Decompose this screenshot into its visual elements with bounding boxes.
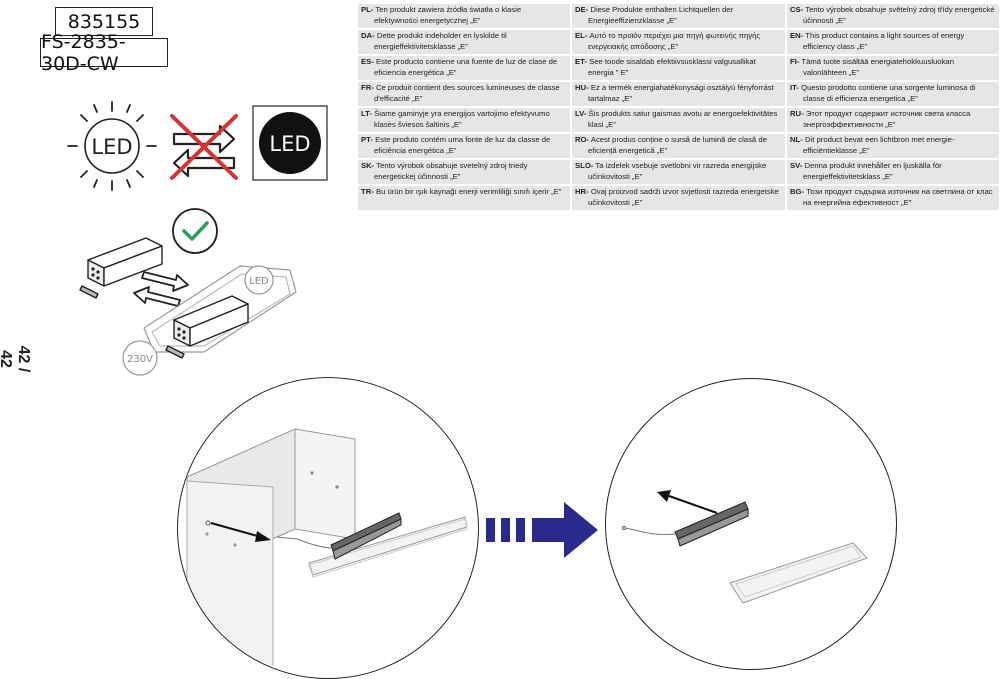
energy-notice-cell: FI- Tämä tuote sisältää energiatehokkuus… — [787, 56, 999, 80]
energy-notice-cell: PT- Este produto contém uma fonte de luz… — [358, 134, 570, 158]
energy-notice-lang: TR- — [361, 187, 374, 196]
energy-class-table: PL- Ten produkt zawiera źródła światła o… — [358, 4, 1000, 210]
energy-notice-cell: ES- Este producto contiene una fuente de… — [358, 56, 570, 80]
product-code-box: 835155 — [55, 7, 153, 36]
energy-notice-cell: LV- Šis produkts satur gaismas avotu ar … — [572, 108, 785, 132]
energy-notice-lang: IT- — [790, 83, 799, 92]
energy-notice-lang: PT- — [361, 135, 373, 144]
energy-notice-text: Denna produkt innehåller en ljuskälla fö… — [803, 161, 942, 181]
energy-notice-text: Dit product bevat een lichtbron met ener… — [803, 135, 955, 155]
energy-notice-lang: DE- — [575, 5, 589, 14]
energy-notice-cell: ET- See toode sisaldab efektiivsusklassi… — [572, 56, 785, 80]
led-module-icon: LED — [252, 105, 328, 181]
energy-notice-cell: FR- Ce produit contient des sources lumi… — [358, 82, 570, 106]
energy-notice-cell: SV- Denna produkt innehåller en ljuskäll… — [787, 160, 999, 184]
led-bulb-label: LED — [91, 135, 132, 159]
energy-notice-cell: RU- Этот продукт содержит источник света… — [787, 108, 999, 132]
energy-notice-lang: HR- — [575, 187, 589, 196]
energy-notice-text: Bu ürün bir ışık kaynağı enerji verimlil… — [375, 187, 562, 196]
product-model: FS-2835-30D-CW — [41, 30, 126, 75]
energy-notice-cell: HU- Ez a termék energiahatékonysági oszt… — [572, 82, 785, 106]
energy-notice-lang: FI- — [790, 57, 800, 66]
energy-notice-lang: DA- — [361, 31, 375, 40]
energy-notice-lang: SV- — [790, 161, 803, 170]
energy-notice-text: Ce produit contient des sources lumineus… — [374, 83, 560, 103]
removed-fixture-illustration — [621, 490, 868, 604]
energy-notice-lang: HU- — [575, 83, 589, 92]
energy-notice-text: Этот продукт содержит источник света кла… — [803, 109, 971, 129]
energy-notice-lang: LV- — [575, 109, 587, 118]
energy-notice-cell: SK- Tento výrobok obsahuje svetelný zdro… — [358, 160, 570, 184]
energy-notice-lang: SLO- — [575, 161, 594, 170]
energy-notice-text: Ovaj proizvod sadrži izvor svjetlosti ra… — [588, 187, 779, 207]
energy-notice-text: Questo prodotto contiene una sorgente lu… — [801, 83, 976, 103]
energy-notice-lang: EL- — [575, 31, 588, 40]
energy-notice-lang: ET- — [575, 57, 587, 66]
energy-notice-cell: RO- Acest produs conține o sursă de lumi… — [572, 134, 785, 158]
energy-notice-lang: FR- — [361, 83, 374, 92]
energy-notice-cell: SLO- Ta izdelek vsebuje svetlobni vir ra… — [572, 160, 785, 184]
energy-notice-lang: RO- — [575, 135, 590, 144]
energy-notice-cell: BG- Този продукт съдържа източник на све… — [787, 186, 999, 210]
energy-notice-text: Този продукт съдържа източник на светлин… — [803, 187, 993, 207]
energy-notice-cell: DA- Dette produkt indeholder en lyskilde… — [358, 30, 570, 54]
led-bulb-icon: LED — [67, 101, 157, 191]
energy-notice-cell: DE- Diese Produkte enthalten Lichtquelle… — [572, 4, 785, 28]
energy-notice-text: This product contains a light sources of… — [803, 31, 965, 51]
energy-notice-text: Dette produkt indeholder en lyskilde til… — [374, 31, 507, 51]
removed-view-circle — [605, 378, 897, 670]
energy-notice-cell: IT- Questo prodotto contiene una sorgent… — [787, 82, 999, 106]
energy-notice-text: Šiame gaminyje yra energijos vartojimo e… — [374, 109, 550, 129]
energy-notice-cell: EL- Αυτό το προϊόν περιέχει μια πηγή φωτ… — [572, 30, 785, 54]
energy-notice-lang: NL- — [790, 135, 803, 144]
energy-notice-text: Tento výrobek obsahuje světelný zdroj tř… — [803, 5, 995, 25]
energy-notice-text: Tämä tuote sisältää energiatehokkuusluok… — [801, 57, 954, 77]
energy-notice-text: Este producto contiene una fuente de luz… — [374, 57, 558, 77]
energy-notice-lang: SK- — [361, 161, 375, 170]
energy-notice-text: Šis produkts satur gaismas avotu ar ener… — [588, 109, 778, 129]
page-number: 42 / 42 — [0, 345, 32, 373]
check-icon — [172, 208, 218, 254]
driver-led-label: LED — [249, 276, 269, 287]
energy-notice-text: See toode sisaldab efektiivsusklassi val… — [588, 57, 756, 77]
energy-notice-text: Ten produkt zawiera źródła światła o kla… — [374, 5, 522, 25]
energy-notice-text: Ta izdelek vsebuje svetlobni vir razreda… — [588, 161, 767, 181]
direction-arrow-icon — [486, 502, 598, 558]
energy-notice-cell: LT- Šiame gaminyje yra energijos vartoji… — [358, 108, 570, 132]
energy-notice-text: Diese Produkte enthalten Lichtquellen de… — [588, 5, 734, 25]
energy-notice-lang: BG- — [790, 187, 805, 196]
energy-notice-lang: CS- — [790, 5, 804, 14]
energy-notice-cell: EN- This product contains a light source… — [787, 30, 999, 54]
energy-notice-text: Este produto contém uma fonte de luz da … — [374, 135, 551, 155]
not-replaceable-icon — [170, 114, 238, 180]
product-code: 835155 — [67, 10, 141, 33]
voltage-label: 230V — [127, 354, 153, 365]
energy-notice-cell: PL- Ten produkt zawiera źródła światła o… — [358, 4, 570, 28]
energy-notice-lang: ES- — [361, 57, 374, 66]
energy-notice-text: Ez a termék energiahatékonysági osztályú… — [588, 83, 774, 103]
energy-notice-lang: LT- — [361, 109, 372, 118]
product-model-box: FS-2835-30D-CW — [40, 31, 168, 75]
replaceable-driver-icon: LED 230V — [79, 237, 297, 376]
installed-fixture-illustration — [186, 428, 468, 668]
energy-notice-lang: PL- — [361, 5, 374, 14]
led-module-label: LED — [269, 132, 310, 156]
energy-notice-cell: CS- Tento výrobek obsahuje světelný zdro… — [787, 4, 999, 28]
energy-notice-text: Acest produs conține o sursă de lumină d… — [588, 135, 767, 155]
energy-notice-cell: TR- Bu ürün bir ışık kaynağı enerji veri… — [358, 186, 570, 210]
energy-notice-lang: RU- — [790, 109, 804, 118]
energy-notice-text: Tento výrobok obsahuje svetelný zdroj tr… — [374, 161, 528, 181]
energy-notice-lang: EN- — [790, 31, 804, 40]
energy-notice-cell: NL- Dit product bevat een lichtbron met … — [787, 134, 999, 158]
energy-notice-text: Αυτό το προϊόν περιέχει μια πηγή φωτεινή… — [588, 31, 761, 51]
energy-notice-cell: HR- Ovaj proizvod sadrži izvor svjetlost… — [572, 186, 785, 210]
